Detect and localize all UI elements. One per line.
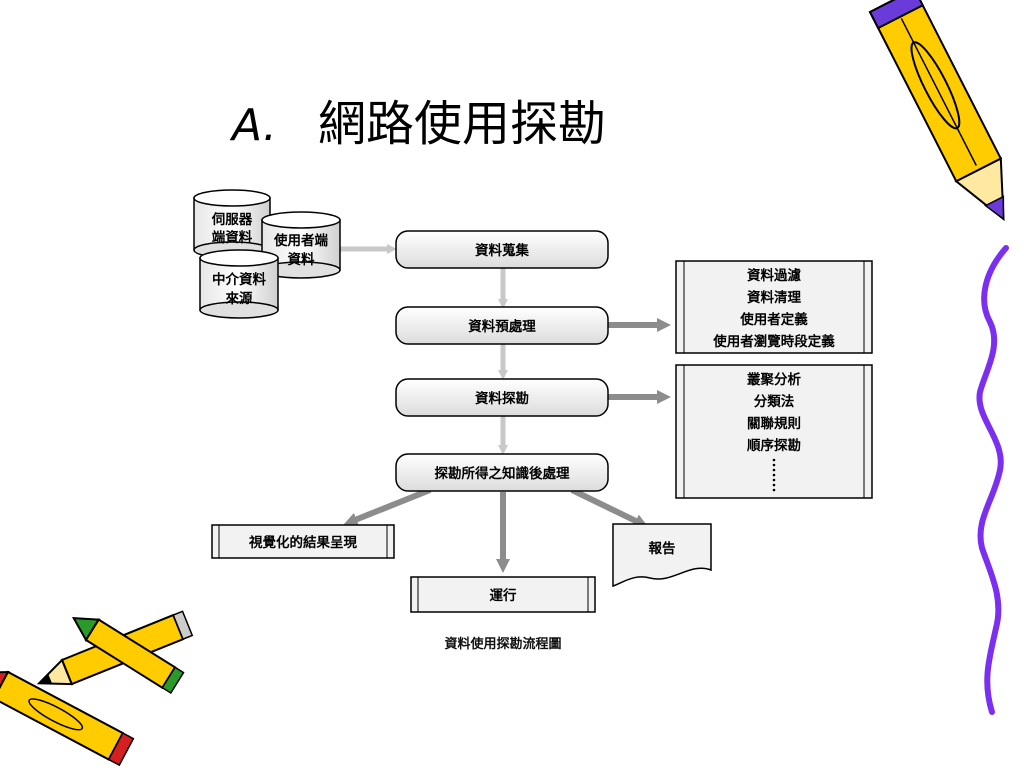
title-prefix: A. — [229, 100, 277, 151]
process-preprocess-box: 資料預處理 — [395, 306, 609, 345]
slide-title: A. 網路使用探勘 — [229, 96, 606, 152]
arrow-postprocess-to-report — [570, 487, 649, 528]
process-postprocess-label: 探勘所得之知識後處理 — [435, 465, 570, 482]
output-report-label: 報告 — [649, 540, 676, 557]
mining-method: 順序探勘 — [747, 437, 801, 454]
ellipsis-dots — [772, 458, 776, 492]
source-client-line-2: 資料 — [288, 251, 315, 268]
preprocess-task: 資料清理 — [747, 289, 801, 306]
process-mining-box: 資料探勘 — [395, 378, 609, 417]
preprocess-task: 使用者瀏覽時段定義 — [712, 333, 835, 350]
preprocess-tasks-panel: 資料過濾 資料清理 使用者定義 使用者瀏覽時段定義 — [675, 260, 873, 354]
source-client-line-1: 使用者端 — [273, 232, 328, 249]
title-text: 網路使用探勘 — [318, 96, 606, 152]
mining-method: 叢聚分析 — [747, 371, 801, 388]
process-preprocess-label: 資料預處理 — [468, 318, 536, 335]
source-proxy-line-1: 中介資料 — [212, 271, 266, 288]
output-visual-box: 視覺化的結果呈現 — [211, 524, 395, 559]
pencil-icon — [0, 610, 194, 767]
mining-method: 關聯規則 — [747, 415, 801, 432]
web-usage-mining-diagram: 伺服器 端資料 使用者端 資料 中介資料 來源 資料蒐集 資料預處理 — [193, 189, 873, 652]
diagram-caption: 資料使用探勘流程圖 — [444, 636, 561, 652]
process-postprocess-box: 探勘所得之知識後處理 — [395, 453, 609, 492]
preprocess-task: 資料過濾 — [747, 267, 801, 284]
mining-method: 分類法 — [754, 393, 795, 410]
arrow-postprocess-to-visual — [343, 487, 432, 526]
source-proxy-line-2: 來源 — [226, 290, 253, 307]
source-server-line-1: 伺服器 — [211, 211, 253, 228]
output-visual-label: 視覺化的結果呈現 — [248, 534, 357, 551]
document-icon: 報告 — [612, 523, 712, 588]
database-cylinder-icon: 中介資料 來源 — [199, 249, 279, 319]
process-collect-box: 資料蒐集 — [395, 230, 609, 269]
source-server-line-2: 端資料 — [212, 229, 253, 246]
squiggle-line — [976, 245, 1009, 715]
preprocess-task: 使用者定義 — [739, 311, 808, 328]
output-run-label: 運行 — [490, 587, 518, 604]
process-mining-label: 資料探勘 — [475, 390, 529, 407]
pencil-icon — [868, 0, 1005, 222]
output-run-box: 運行 — [410, 576, 596, 613]
process-collect-label: 資料蒐集 — [475, 242, 529, 259]
database-cylinder-icon: 伺服器 端資料 — [193, 189, 271, 259]
mining-methods-panel: 叢聚分析 分類法 關聯規則 順序探勘 — [675, 364, 873, 499]
